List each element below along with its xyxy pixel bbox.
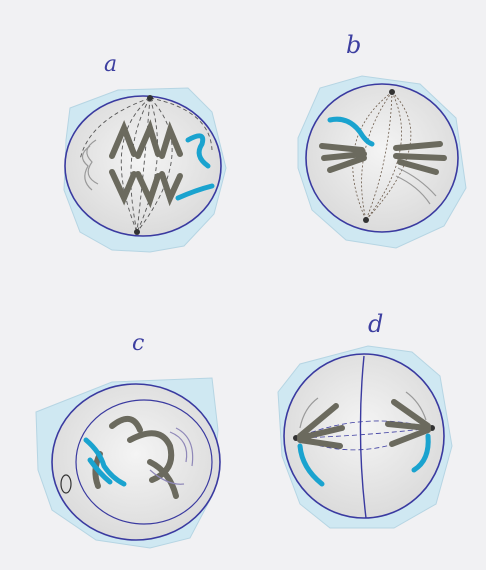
centrosome-bottom-b [363, 217, 369, 223]
centrosome-bottom-a [134, 229, 140, 235]
centrosome-top-b [389, 89, 395, 95]
centrosome-top-a [147, 95, 153, 101]
panel-a [64, 88, 226, 252]
cell-membrane-c [52, 384, 220, 540]
label-d: d [368, 312, 383, 336]
panel-b [298, 76, 466, 248]
label-a: a [104, 54, 117, 76]
panel-c [36, 378, 220, 548]
label-c: c [132, 333, 144, 355]
label-b: b [346, 33, 361, 57]
panel-d [278, 346, 452, 528]
